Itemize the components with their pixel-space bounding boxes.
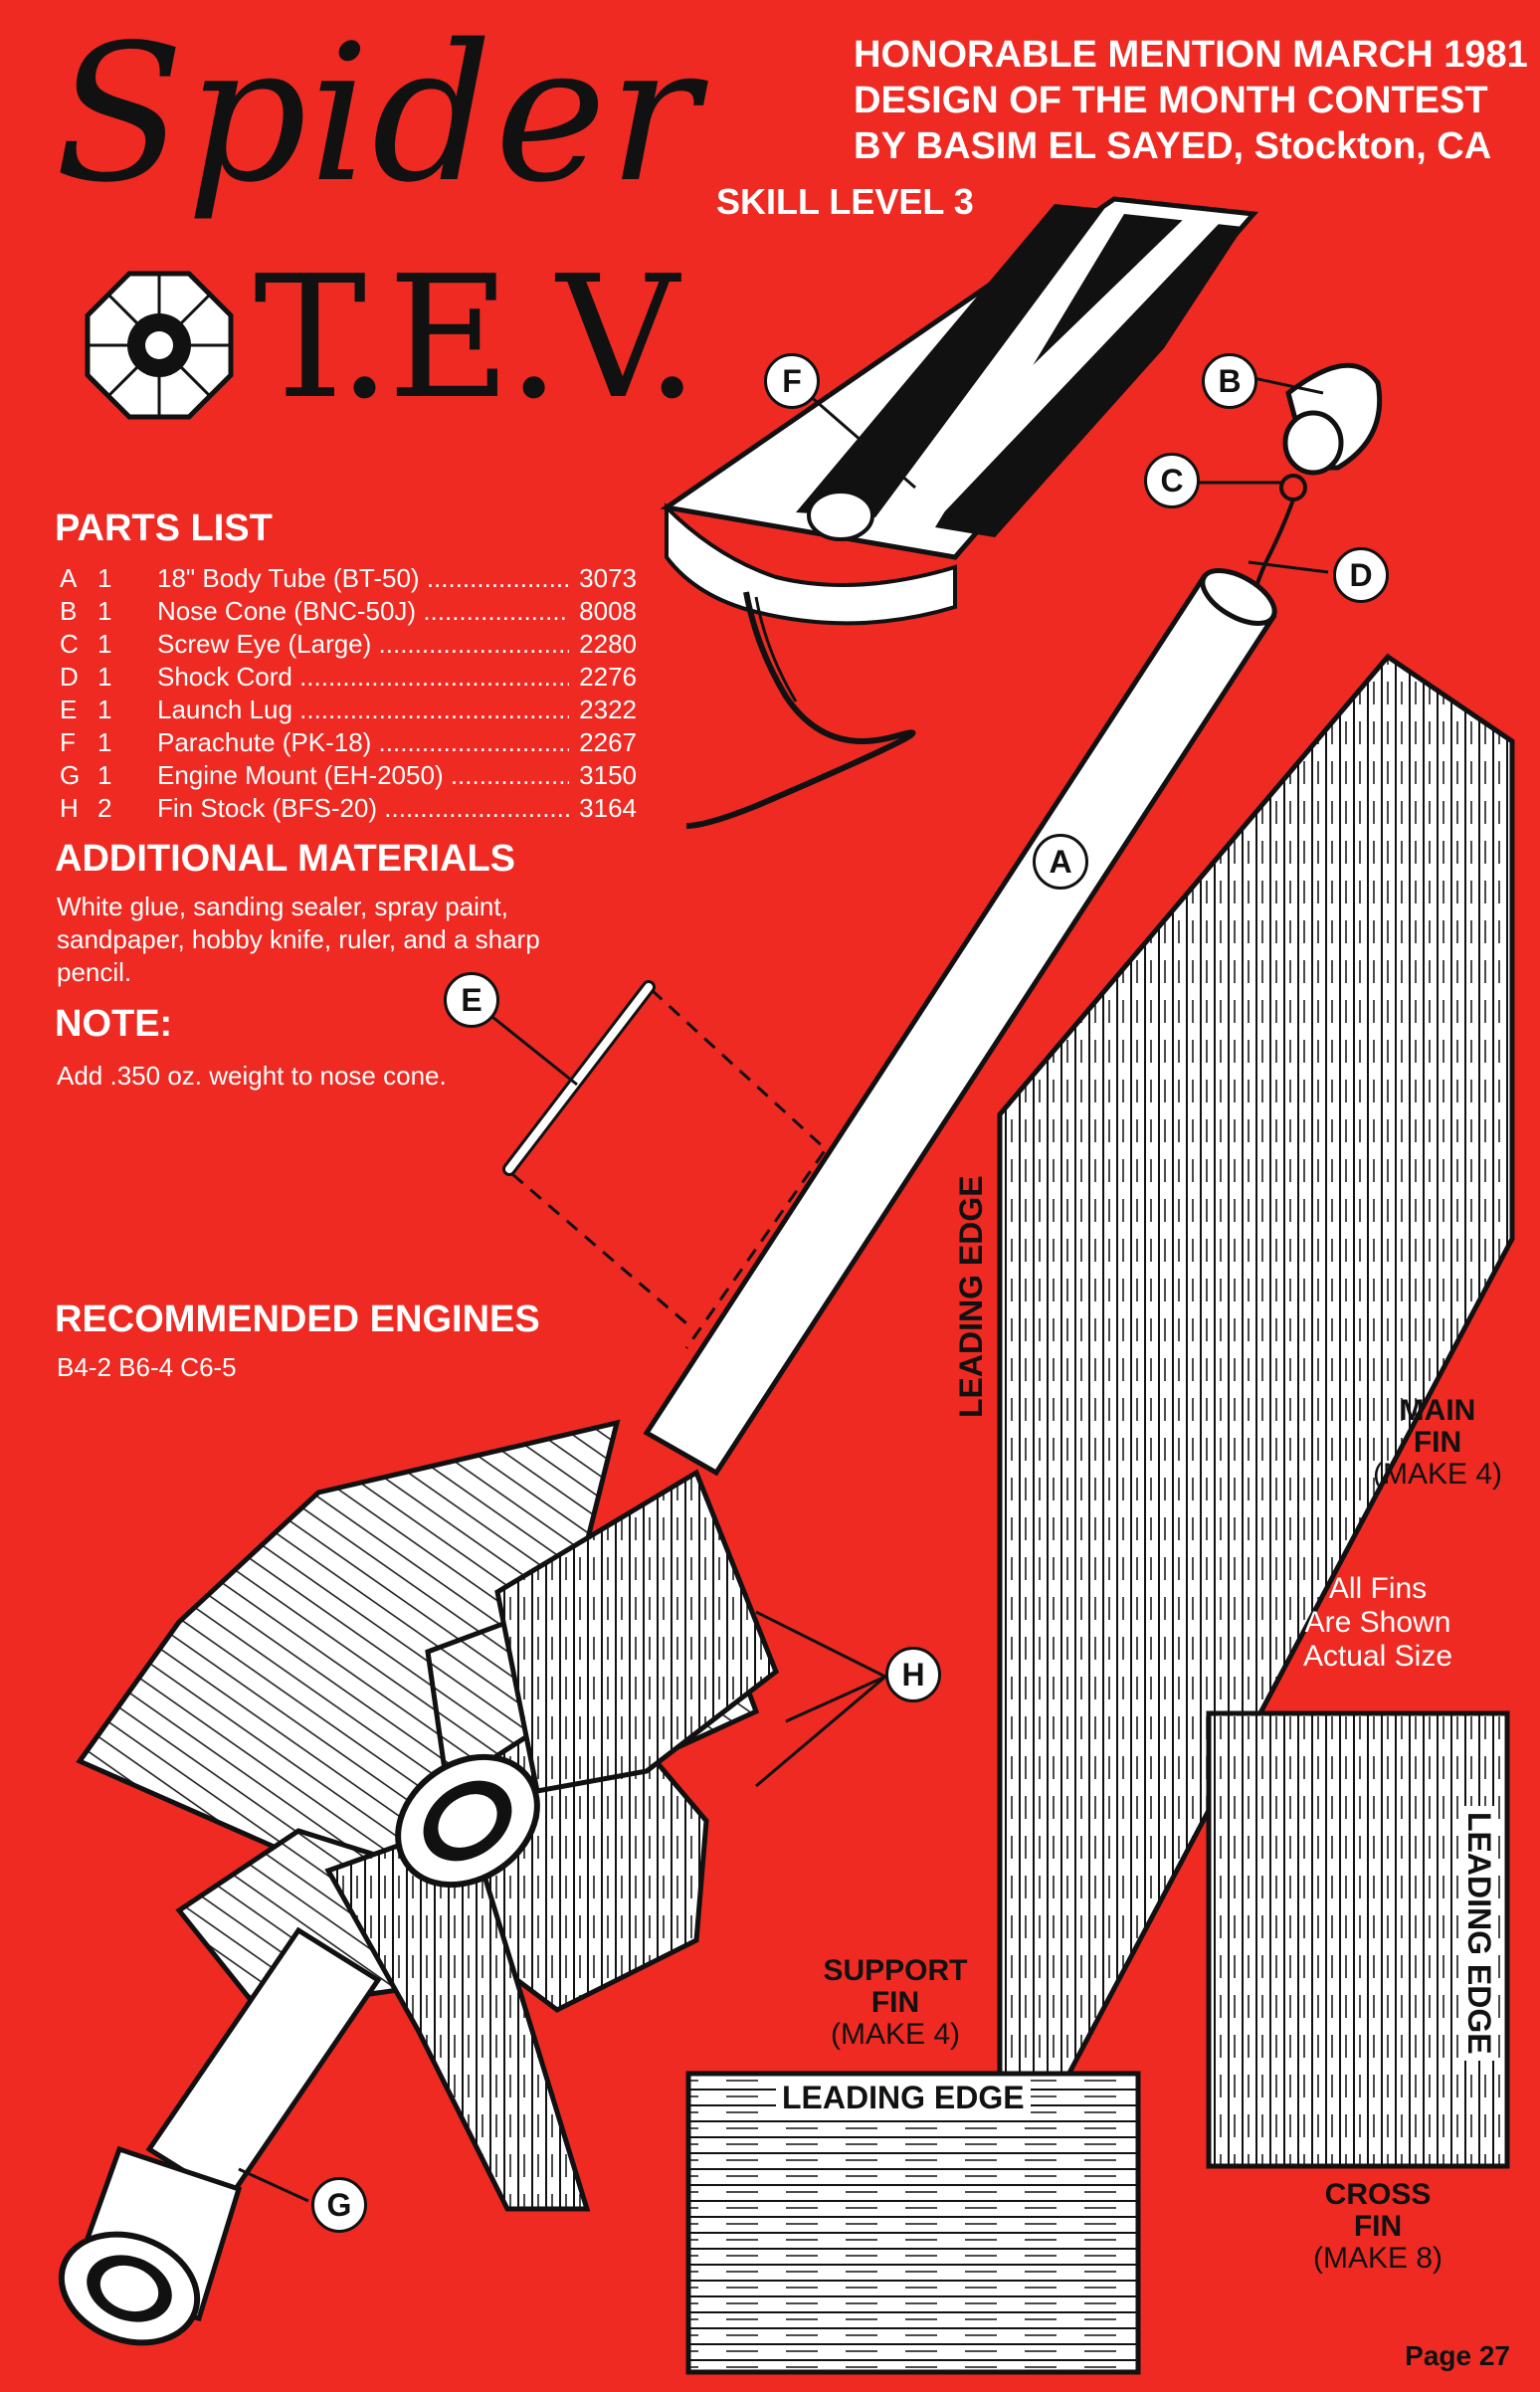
part-number: 3073 xyxy=(569,562,637,595)
part-name: Fin Stock (BFS-20) xyxy=(157,792,569,825)
skill-level: SKILL LEVEL 3 xyxy=(716,181,974,222)
callout-a: A xyxy=(1033,834,1088,890)
cross-fin-line1: CROSS xyxy=(1324,2178,1432,2211)
part-qty: 1 xyxy=(97,727,112,757)
callout-c: C xyxy=(1144,453,1200,508)
fin-assembly-drawing xyxy=(76,1419,780,2212)
part-qty: 2 xyxy=(97,793,112,823)
engine-mount-drawing xyxy=(58,1926,382,2346)
fins-note-line1: All Fins xyxy=(1328,1572,1428,1605)
body-tube-drawing xyxy=(643,568,1277,1477)
callout-g: G xyxy=(311,2177,367,2233)
part-name: Screw Eye (Large) xyxy=(157,628,569,661)
additional-materials-heading: ADDITIONAL MATERIALS xyxy=(55,838,516,880)
part-number: 3150 xyxy=(569,759,637,792)
part-letter: A xyxy=(60,563,78,593)
part-letter: H xyxy=(60,793,79,823)
fins-actual-size-note: All Fins Are Shown Actual Size xyxy=(1273,1572,1482,1674)
part-qty: 1 xyxy=(97,563,112,593)
header-line-3: BY BASIM EL SAYED, Stockton, CA xyxy=(854,125,1492,167)
launch-lug-drawing xyxy=(502,980,828,1349)
parts-list-heading: PARTS LIST xyxy=(55,507,273,549)
part-qty: 1 xyxy=(97,662,112,692)
part-qty: 1 xyxy=(97,760,112,790)
support-fin-template xyxy=(685,2071,1141,2375)
part-row: D1 Shock Cord2276 xyxy=(60,661,637,694)
callout-leaders xyxy=(238,376,1329,2203)
support-fin-make: (MAKE 4) xyxy=(830,2018,961,2051)
title-tev: T.E.V. xyxy=(254,240,699,437)
engines-text: B4-2 B6-4 C6-5 xyxy=(57,1352,237,1382)
cross-fin-make: (MAKE 8) xyxy=(1312,2242,1444,2275)
fins-note-line2: Are Shown xyxy=(1304,1606,1451,1639)
main-fin-line1: MAIN xyxy=(1399,1394,1476,1427)
cross-fin-label: CROSS FIN (MAKE 8) xyxy=(1283,2179,1472,2275)
callout-d: D xyxy=(1333,547,1389,603)
main-fin-line2: FIN xyxy=(1413,1426,1462,1459)
part-row: C1 Screw Eye (Large)2280 xyxy=(60,628,637,661)
part-row: F1 Parachute (PK-18)2267 xyxy=(60,726,637,759)
part-number: 2276 xyxy=(569,661,637,694)
note-heading: NOTE: xyxy=(55,1003,173,1045)
part-letter: B xyxy=(60,596,78,626)
fins-note-line3: Actual Size xyxy=(1302,1640,1453,1673)
part-row: E1 Launch Lug2322 xyxy=(60,694,637,726)
part-row: A1 18" Body Tube (BT-50)3073 xyxy=(60,562,637,595)
part-row: B1 Nose Cone (BNC-50J)8008 xyxy=(60,595,637,628)
part-number: 2322 xyxy=(569,694,637,726)
part-letter: G xyxy=(60,760,81,790)
main-fin-make: (MAKE 4) xyxy=(1372,1458,1503,1491)
support-fin-leading-edge: LEADING EDGE xyxy=(776,2080,1031,2116)
part-letter: C xyxy=(60,629,79,659)
part-name: Nose Cone (BNC-50J) xyxy=(157,595,569,628)
main-fin-leading-edge: LEADING EDGE xyxy=(953,1175,989,1418)
additional-materials-text: White glue, sanding sealer, spray paint,… xyxy=(57,892,540,987)
part-number: 8008 xyxy=(569,595,637,628)
note-text: Add .350 oz. weight to nose cone. xyxy=(57,1061,447,1091)
main-fin-label: MAIN FIN (MAKE 4) xyxy=(1353,1395,1522,1491)
callout-e: E xyxy=(444,972,499,1028)
part-number: 2267 xyxy=(569,726,637,759)
part-name: Engine Mount (EH-2050) xyxy=(157,759,569,792)
part-number: 2280 xyxy=(569,628,637,661)
part-letter: D xyxy=(60,662,79,692)
part-name: Parachute (PK-18) xyxy=(157,726,569,759)
octagon-logo-icon xyxy=(85,271,234,420)
part-qty: 1 xyxy=(97,629,112,659)
cross-fin-template xyxy=(1206,1710,1510,2169)
part-name: Shock Cord xyxy=(157,661,569,694)
page-number: Page 27 xyxy=(1405,2340,1510,2371)
engines-heading: RECOMMENDED ENGINES xyxy=(55,1298,540,1340)
support-fin-label: SUPPORT FIN (MAKE 4) xyxy=(786,1955,1005,2051)
part-number: 3164 xyxy=(569,792,637,825)
support-fin-line1: SUPPORT xyxy=(823,1954,968,1987)
parachute-drawing xyxy=(660,196,1259,829)
part-row: H2 Fin Stock (BFS-20)3164 xyxy=(60,792,637,825)
part-letter: E xyxy=(60,695,78,724)
support-fin-line2: FIN xyxy=(870,1986,920,2019)
contest-header: HONORABLE MENTION MARCH 1981 DESIGN OF T… xyxy=(854,32,1530,169)
cross-fin-leading-edge: LEADING EDGE xyxy=(1460,1806,1497,2061)
callout-f: F xyxy=(764,353,820,409)
part-name: Launch Lug xyxy=(157,694,569,726)
callout-h: H xyxy=(885,1647,941,1702)
title-spider: Spider xyxy=(55,4,701,224)
header-line-2: DESIGN OF THE MONTH CONTEST xyxy=(854,80,1488,121)
part-name: 18" Body Tube (BT-50) xyxy=(157,562,569,595)
part-letter: F xyxy=(60,727,76,757)
cross-fin-line2: FIN xyxy=(1353,2210,1403,2243)
part-qty: 1 xyxy=(97,695,112,724)
callout-b: B xyxy=(1202,353,1257,409)
part-qty: 1 xyxy=(97,596,112,626)
header-line-1: HONORABLE MENTION MARCH 1981 xyxy=(854,34,1528,76)
part-row: G1 Engine Mount (EH-2050)3150 xyxy=(60,759,637,792)
